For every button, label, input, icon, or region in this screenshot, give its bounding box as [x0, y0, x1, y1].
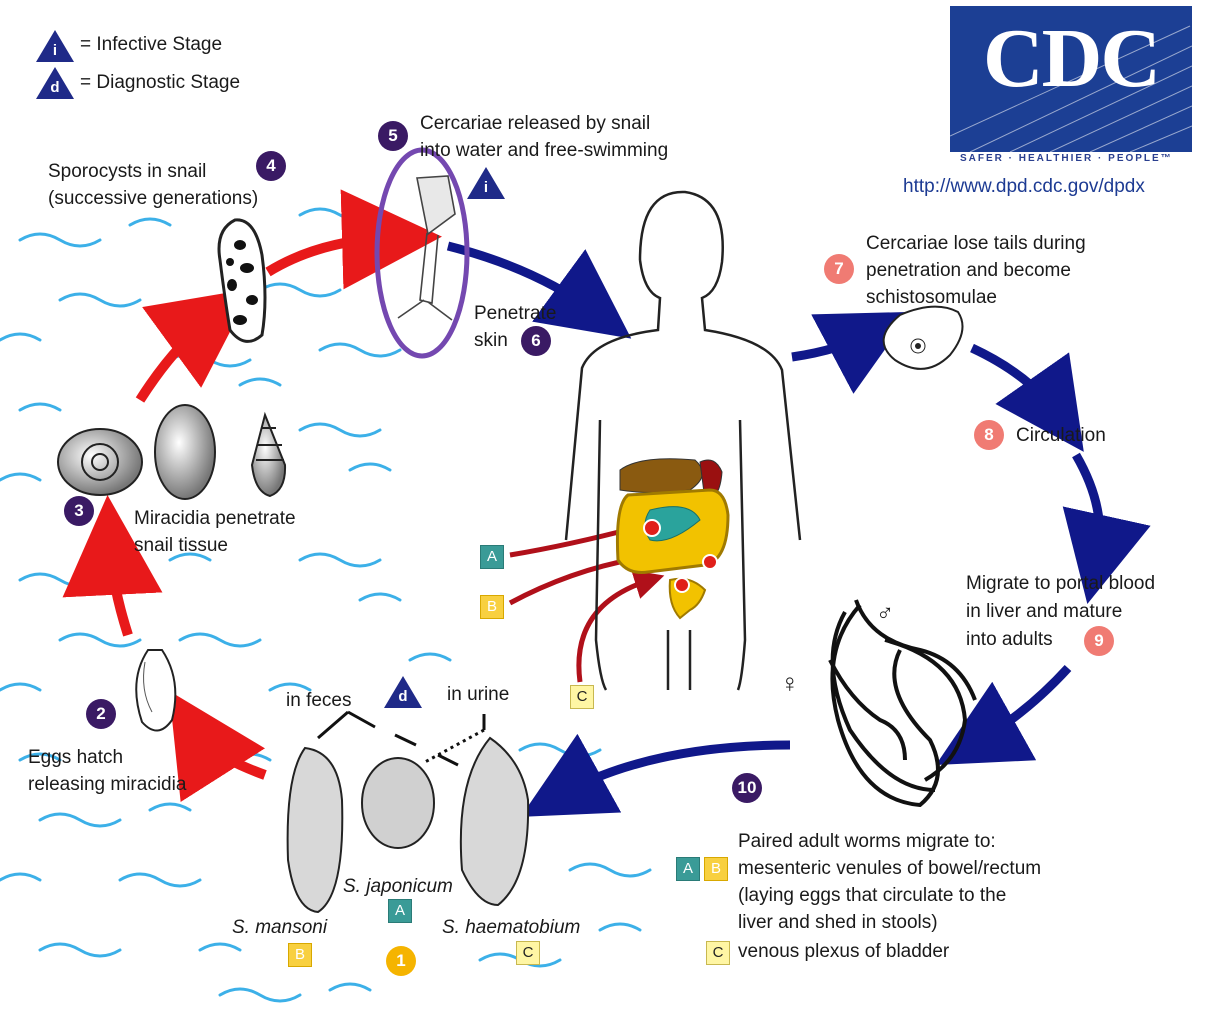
step-3-text-line1: Miracidia penetrate [134, 508, 296, 529]
code-b-bowel: B [704, 857, 728, 881]
step-10-text-line3: (laying eggs that circulate to the [738, 885, 1007, 906]
cercaria-highlight [374, 147, 470, 359]
human-outline [564, 190, 802, 691]
diagnostic-stage-icon: d [36, 67, 74, 99]
s-haematobium-label: S. haematobium [442, 917, 581, 938]
step-6-badge: 6 [521, 326, 551, 356]
step-5-text-line2: into water and free-swimming [420, 140, 669, 161]
step-9-badge: 9 [1084, 626, 1114, 656]
step-3-text-line2: snail tissue [134, 535, 228, 556]
adult-worm-pair [828, 599, 977, 808]
male-symbol: ♂ [876, 600, 894, 627]
egg-drawings [286, 736, 530, 914]
step-9-text-line2: in liver and mature [966, 601, 1123, 622]
snail-drawings [57, 404, 287, 500]
code-a-site: A [480, 545, 504, 569]
step-10-text-line2: mesenteric venules of bowel/rectum [738, 858, 1042, 879]
in-urine-label: in urine [447, 684, 510, 705]
blue-cycle-arrows [446, 241, 1151, 817]
sporocyst-drawing [217, 218, 267, 343]
legend-infective-label: = Infective Stage [80, 34, 223, 55]
step-7-text-line1: Cercariae lose tails during [866, 233, 1086, 254]
step-5-text-line1: Cercariae released by snail [420, 113, 651, 134]
egg-connectors [317, 710, 486, 767]
step-2-badge: 2 [86, 699, 116, 729]
step-9-text-line1: Migrate to portal blood [966, 573, 1156, 594]
schistosomulum-drawing [882, 305, 964, 370]
step-1-badge: 1 [386, 946, 416, 976]
step-2-text-line1: Eggs hatch [28, 747, 124, 768]
step-8-badge: 8 [974, 420, 1004, 450]
step-4-badge: 4 [256, 151, 286, 181]
diagnostic-stage-marker: d [384, 676, 422, 708]
code-b-mansoni: B [288, 943, 312, 967]
step-7-badge: 7 [824, 254, 854, 284]
step-6-text-line1: Penetrate [474, 303, 557, 324]
cdc-tagline: SAFER · HEALTHIER · PEOPLE™ [960, 153, 1173, 164]
step-10-text-line1: Paired adult worms migrate to: [738, 831, 996, 852]
step-10-badge: 10 [732, 773, 762, 803]
s-japonicum-label: S. japonicum [343, 876, 453, 897]
infective-stage-icon: i [36, 30, 74, 62]
step-7-text-line3: schistosomulae [866, 287, 997, 308]
infective-stage-marker: i [467, 167, 505, 199]
step-8-text: Circulation [1016, 425, 1106, 446]
step-2-text-line2: releasing miracidia [28, 774, 187, 795]
cdc-wordmark: CDC [983, 12, 1161, 105]
step-3-badge: 3 [64, 496, 94, 526]
step-4-text-line1: Sporocysts in snail [48, 161, 207, 182]
step-9-text-line3: into adults [966, 629, 1053, 650]
code-c-haematobium: C [516, 941, 540, 965]
logo-stripes-graphic [950, 25, 1192, 152]
abdominal-organs [615, 458, 730, 620]
code-c-bladder: C [706, 941, 730, 965]
code-c-site: C [570, 685, 594, 709]
step-4-text-line2: (successive generations) [48, 188, 259, 209]
step-10-text-line4: liver and shed in stools) [738, 912, 938, 933]
miracidium-drawing [135, 649, 177, 732]
step-6-text-line2: skin [474, 330, 508, 351]
step-10-text-line5: venous plexus of bladder [738, 941, 950, 962]
cercaria-drawing [397, 175, 456, 321]
in-feces-label: in feces [286, 690, 352, 711]
step-5-badge: 5 [378, 121, 408, 151]
legend-diagnostic-label: = Diagnostic Stage [80, 72, 241, 93]
code-b-site: B [480, 595, 504, 619]
s-mansoni-label: S. mansoni [232, 917, 328, 938]
female-symbol: ♀ [780, 668, 800, 698]
step-7-text-line2: penetration and become [866, 260, 1071, 281]
cdc-logo: CDC [950, 6, 1192, 152]
code-a-bowel: A [676, 857, 700, 881]
cdc-url-link[interactable]: http://www.dpd.cdc.gov/dpdx [903, 176, 1145, 197]
code-a-japonicum: A [388, 899, 412, 923]
